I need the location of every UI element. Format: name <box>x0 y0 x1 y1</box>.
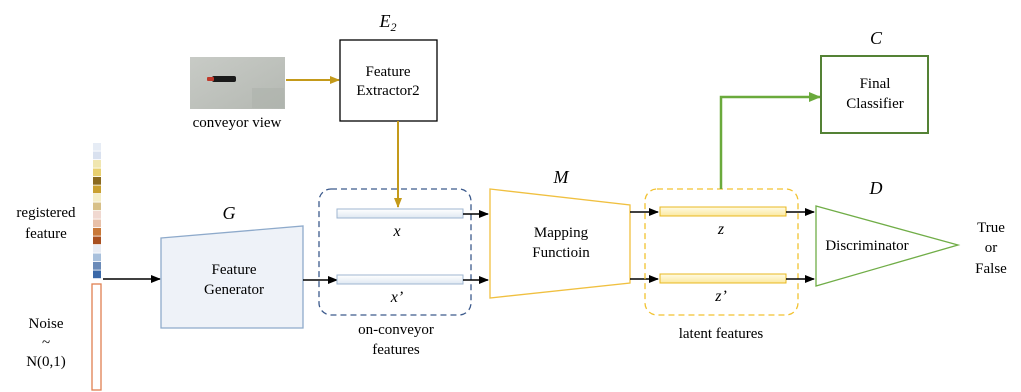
mapping-label-line1: Mapping <box>534 225 589 241</box>
registered-feature-cell <box>93 202 101 211</box>
registered-feature-cell <box>93 160 101 168</box>
feature-generator-shape <box>160 225 304 329</box>
feature-extractor-box <box>339 39 438 122</box>
registered-feature-cell <box>93 185 101 194</box>
mapping-label-line2: Functioin <box>532 245 590 261</box>
classifier-label-line1: Final <box>860 76 891 92</box>
discriminator-shape <box>815 205 961 287</box>
xprime-label: x’ <box>390 289 403 306</box>
noise-label-line3: N(0,1) <box>26 354 66 370</box>
registered-feature-label-line2: feature <box>25 226 67 242</box>
output-label-line3: False <box>975 261 1007 277</box>
registered-feature-cell <box>93 143 101 151</box>
on-conveyor-caption-line1: on-conveyor <box>358 322 434 338</box>
x-label: x <box>392 223 400 240</box>
registered-feature-cell <box>93 236 101 245</box>
classifier-label-line2: Classifier <box>846 96 904 112</box>
final-classifier-box <box>820 55 929 134</box>
zprime-feature-bar <box>659 273 787 284</box>
z-label: z <box>717 221 725 238</box>
registered-feature-cell <box>93 262 101 270</box>
registered-feature-cell <box>93 151 101 160</box>
noise-label-line1: Noise <box>29 316 64 332</box>
registered-feature-cell <box>93 228 101 236</box>
extractor-symbol: E2 <box>379 11 397 34</box>
output-label-line1: True <box>977 220 1005 236</box>
registered-feature-cell <box>93 219 101 228</box>
registered-feature-cell <box>93 270 101 279</box>
battery-object <box>207 76 236 82</box>
latent-features-caption: latent features <box>679 326 764 342</box>
registered-feature-label-line1: registered <box>16 205 76 221</box>
registered-feature-vector <box>93 143 101 279</box>
x-feature-bar <box>336 208 464 219</box>
latent-to-classifier-arrow <box>719 92 821 189</box>
discriminator-label: Discriminator <box>825 238 908 254</box>
zprime-label: z’ <box>714 288 727 305</box>
generator-label-line1: Feature <box>212 262 257 278</box>
noise-vector <box>91 283 102 391</box>
classifier-symbol: C <box>870 28 883 48</box>
registered-feature-cell <box>93 194 101 202</box>
on-conveyor-features-group <box>318 188 472 316</box>
on-conveyor-caption-line2: features <box>372 342 420 358</box>
output-label-line2: or <box>985 240 998 256</box>
registered-feature-cell <box>93 177 101 185</box>
registered-feature-cell <box>93 245 101 253</box>
extractor-label-line2: Extractor2 <box>356 83 419 99</box>
xprime-feature-bar <box>336 274 464 285</box>
registered-feature-cell <box>93 168 101 177</box>
registered-feature-cell <box>93 211 101 219</box>
conveyor-view-caption: conveyor view <box>193 115 282 131</box>
mapping-symbol: M <box>553 167 570 187</box>
registered-feature-cell <box>93 253 101 262</box>
discriminator-symbol: D <box>869 178 883 198</box>
conveyor-view-image <box>190 57 285 109</box>
z-feature-bar <box>659 206 787 217</box>
generator-label-line2: Generator <box>204 282 264 298</box>
mapping-function-shape <box>489 188 631 299</box>
noise-label-line2: ~ <box>42 335 50 351</box>
extractor-label-line1: Feature <box>366 64 411 80</box>
generator-symbol: G <box>223 203 236 223</box>
